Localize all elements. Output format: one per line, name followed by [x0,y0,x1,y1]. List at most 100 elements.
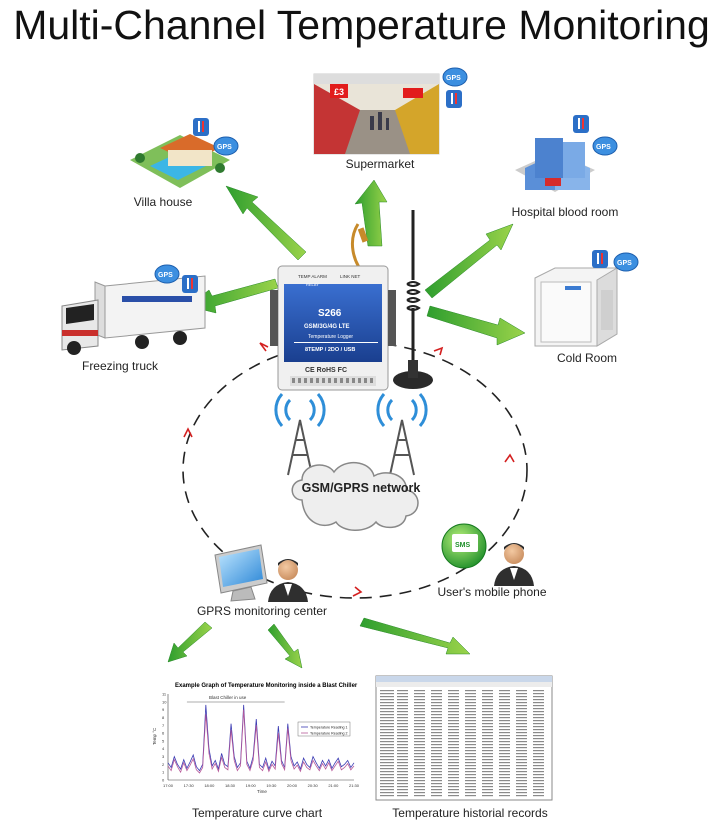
record-cell [516,777,527,779]
record-cell [448,753,459,755]
record-cell [414,747,425,749]
record-cell [448,738,459,740]
record-cell [380,744,394,746]
record-cell [482,795,493,797]
device-marks: CE RoHS FC [305,367,347,374]
record-cell [414,741,425,743]
record-cell [414,771,425,773]
record-cell [465,702,476,704]
x-tick-label: 21:30 [349,783,360,788]
record-cell [397,699,408,701]
record-cell [482,780,493,782]
x-tick-label: 19:00 [246,783,257,788]
record-cell [516,717,527,719]
record-cell [533,786,544,788]
record-cell [516,690,527,692]
record-cell [465,729,476,731]
record-cell [448,777,459,779]
record-cell [414,795,425,797]
record-cell [482,732,493,734]
record-cell [516,756,527,758]
record-cell [533,717,544,719]
record-cell [482,702,493,704]
record-cell [380,741,394,743]
records-table [375,675,553,801]
record-cell [465,714,476,716]
record-cell [448,786,459,788]
record-cell [380,759,394,761]
record-cell [533,762,544,764]
record-cell [448,708,459,710]
hospital-image [515,138,595,192]
record-cell [397,723,408,725]
record-cell [380,783,394,785]
record-cell [516,774,527,776]
record-cell [448,720,459,722]
record-cell [516,768,527,770]
record-cell [397,777,408,779]
record-cell [397,741,408,743]
record-cell [431,708,442,710]
record-cell [380,693,394,695]
record-cell [499,699,510,701]
record-cell [516,702,527,704]
record-cell [397,690,408,692]
label-curve-chart: Temperature curve chart [191,806,323,820]
record-cell [482,753,493,755]
record-cell [380,732,394,734]
person-icon [268,559,308,602]
record-cell [499,789,510,791]
record-cell [482,771,493,773]
record-cell [465,741,476,743]
thermometer-icon [193,118,209,136]
record-cell [516,720,527,722]
y-tick-label: 0 [162,778,165,783]
record-cell [431,702,442,704]
record-cell [499,723,510,725]
record-cell [397,732,408,734]
x-tick-label: 21:00 [328,783,339,788]
record-cell [499,726,510,728]
record-cell [533,714,544,716]
arrow-to-hospital [424,223,514,299]
arrow-center-to-chart-left [167,621,213,663]
thermometer-icon [182,275,198,293]
record-cell [516,783,527,785]
record-cell [465,738,476,740]
record-cell [533,690,544,692]
label-mobile: User's mobile phone [437,585,547,599]
device-model: S266 [318,308,342,319]
annotation-label: Blast Chiller in use [209,695,247,700]
record-cell [516,765,527,767]
record-cell [448,732,459,734]
record-cell [465,693,476,695]
record-cell [380,795,394,797]
series-line [167,704,355,772]
record-cell [499,732,510,734]
record-cell [431,780,442,782]
arrow-center-to-chart [267,623,303,669]
record-cell [465,762,476,764]
legend-box [297,721,351,737]
record-cell [397,714,408,716]
y-tick-label: 11 [162,692,167,697]
record-cell [448,765,459,767]
record-cell [397,792,408,794]
record-cell [431,771,442,773]
record-cell [414,690,425,692]
record-cell [380,735,394,737]
x-tick-label: 20:00 [287,783,298,788]
record-cell [448,789,459,791]
record-cell [448,756,459,758]
record-cell [380,738,394,740]
record-cell [414,732,425,734]
record-cell [448,771,459,773]
arrow-to-supermarket [354,179,388,247]
record-cell [397,768,408,770]
record-cell [499,777,510,779]
record-cell [533,702,544,704]
record-cell [431,762,442,764]
record-cell [465,759,476,761]
record-cell [448,759,459,761]
